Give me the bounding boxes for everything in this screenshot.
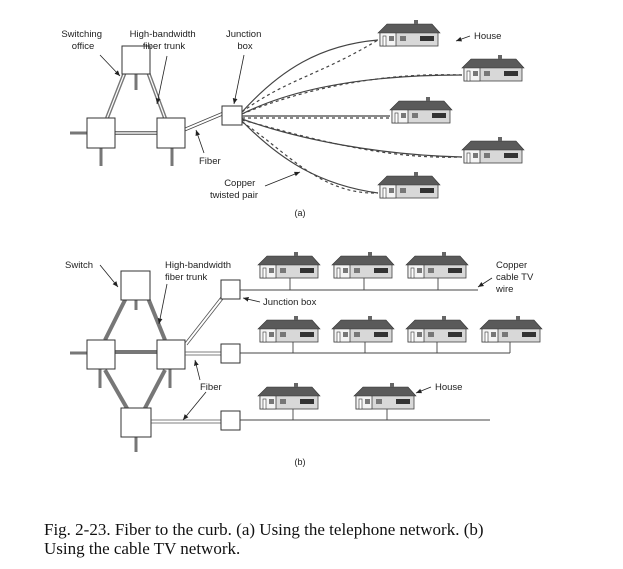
junction-box-b-1 bbox=[220, 279, 241, 300]
junction-box-b-3 bbox=[220, 410, 241, 431]
figure-caption-line-1: Fig. 2-23. Fiber to the curb. (a) Using … bbox=[44, 520, 484, 539]
house-a-4 bbox=[461, 136, 525, 164]
house-b-1-1 bbox=[257, 251, 321, 279]
label-copper-cable-tv-wire: Copper cable TV wire bbox=[495, 260, 536, 295]
label-trunk-b: High-bandwidth fiber trunk bbox=[165, 260, 234, 283]
house-b-2-1 bbox=[257, 315, 321, 343]
house-b-1-3 bbox=[405, 251, 469, 279]
fiber-line-a bbox=[184, 111, 224, 132]
switching-office-right bbox=[156, 117, 186, 149]
label-house-a: House bbox=[474, 31, 501, 42]
label-trunk-a: High-bandwidth fiber trunk bbox=[130, 29, 199, 52]
label-junction-box-b: Junction box bbox=[263, 297, 317, 308]
house-b-2-3 bbox=[405, 315, 469, 343]
junction-box-b-2 bbox=[220, 343, 241, 364]
label-fiber-a: Fiber bbox=[199, 156, 221, 167]
switching-office-top bbox=[121, 45, 151, 75]
switch-bottom bbox=[120, 407, 152, 438]
figure-caption: Fig. 2-23. Fiber to the curb. (a) Using … bbox=[44, 520, 604, 558]
house-b-2-2 bbox=[331, 315, 395, 343]
switch-top bbox=[120, 270, 151, 301]
house-b-3-2 bbox=[353, 382, 417, 410]
switch-left bbox=[86, 339, 116, 370]
house-a-2 bbox=[461, 54, 525, 82]
label-copper-twisted-pair: Copper twisted pair bbox=[210, 178, 258, 201]
copper-cables bbox=[240, 275, 511, 421]
house-a-5 bbox=[377, 171, 441, 199]
panel-a: Switching office High-bandwidth fiber tr… bbox=[61, 19, 525, 218]
panel-b: Switch High-bandwidth fiber trunk Juncti… bbox=[65, 251, 543, 467]
panel-b-caption: (b) bbox=[295, 457, 306, 467]
trunk-stubs-b bbox=[70, 299, 172, 452]
house-a-1 bbox=[377, 19, 441, 47]
trunk-stubs-a bbox=[70, 73, 174, 166]
figure-caption-line-2: Using the cable TV network. bbox=[44, 539, 241, 558]
label-house-b: House bbox=[435, 382, 462, 393]
switching-office-left bbox=[86, 117, 116, 149]
house-b-1-2 bbox=[331, 251, 395, 279]
panel-a-caption: (a) bbox=[295, 208, 306, 218]
label-switch: Switch bbox=[65, 260, 93, 271]
fiber-trunk-b bbox=[103, 297, 167, 411]
twisted-pairs bbox=[241, 39, 463, 194]
house-b-3-1 bbox=[257, 382, 321, 410]
junction-box-a bbox=[221, 105, 243, 126]
label-fiber-b: Fiber bbox=[200, 382, 222, 393]
fiber-to-curb-diagram: Switching office High-bandwidth fiber tr… bbox=[61, 19, 543, 467]
switch-right bbox=[156, 339, 186, 370]
fiber-lines-b bbox=[151, 296, 224, 424]
label-switching-office: Switching office bbox=[61, 29, 104, 52]
house-a-3 bbox=[389, 96, 453, 124]
label-junction-box-a: Junction box bbox=[226, 29, 264, 52]
house-b-2-4 bbox=[479, 315, 543, 343]
